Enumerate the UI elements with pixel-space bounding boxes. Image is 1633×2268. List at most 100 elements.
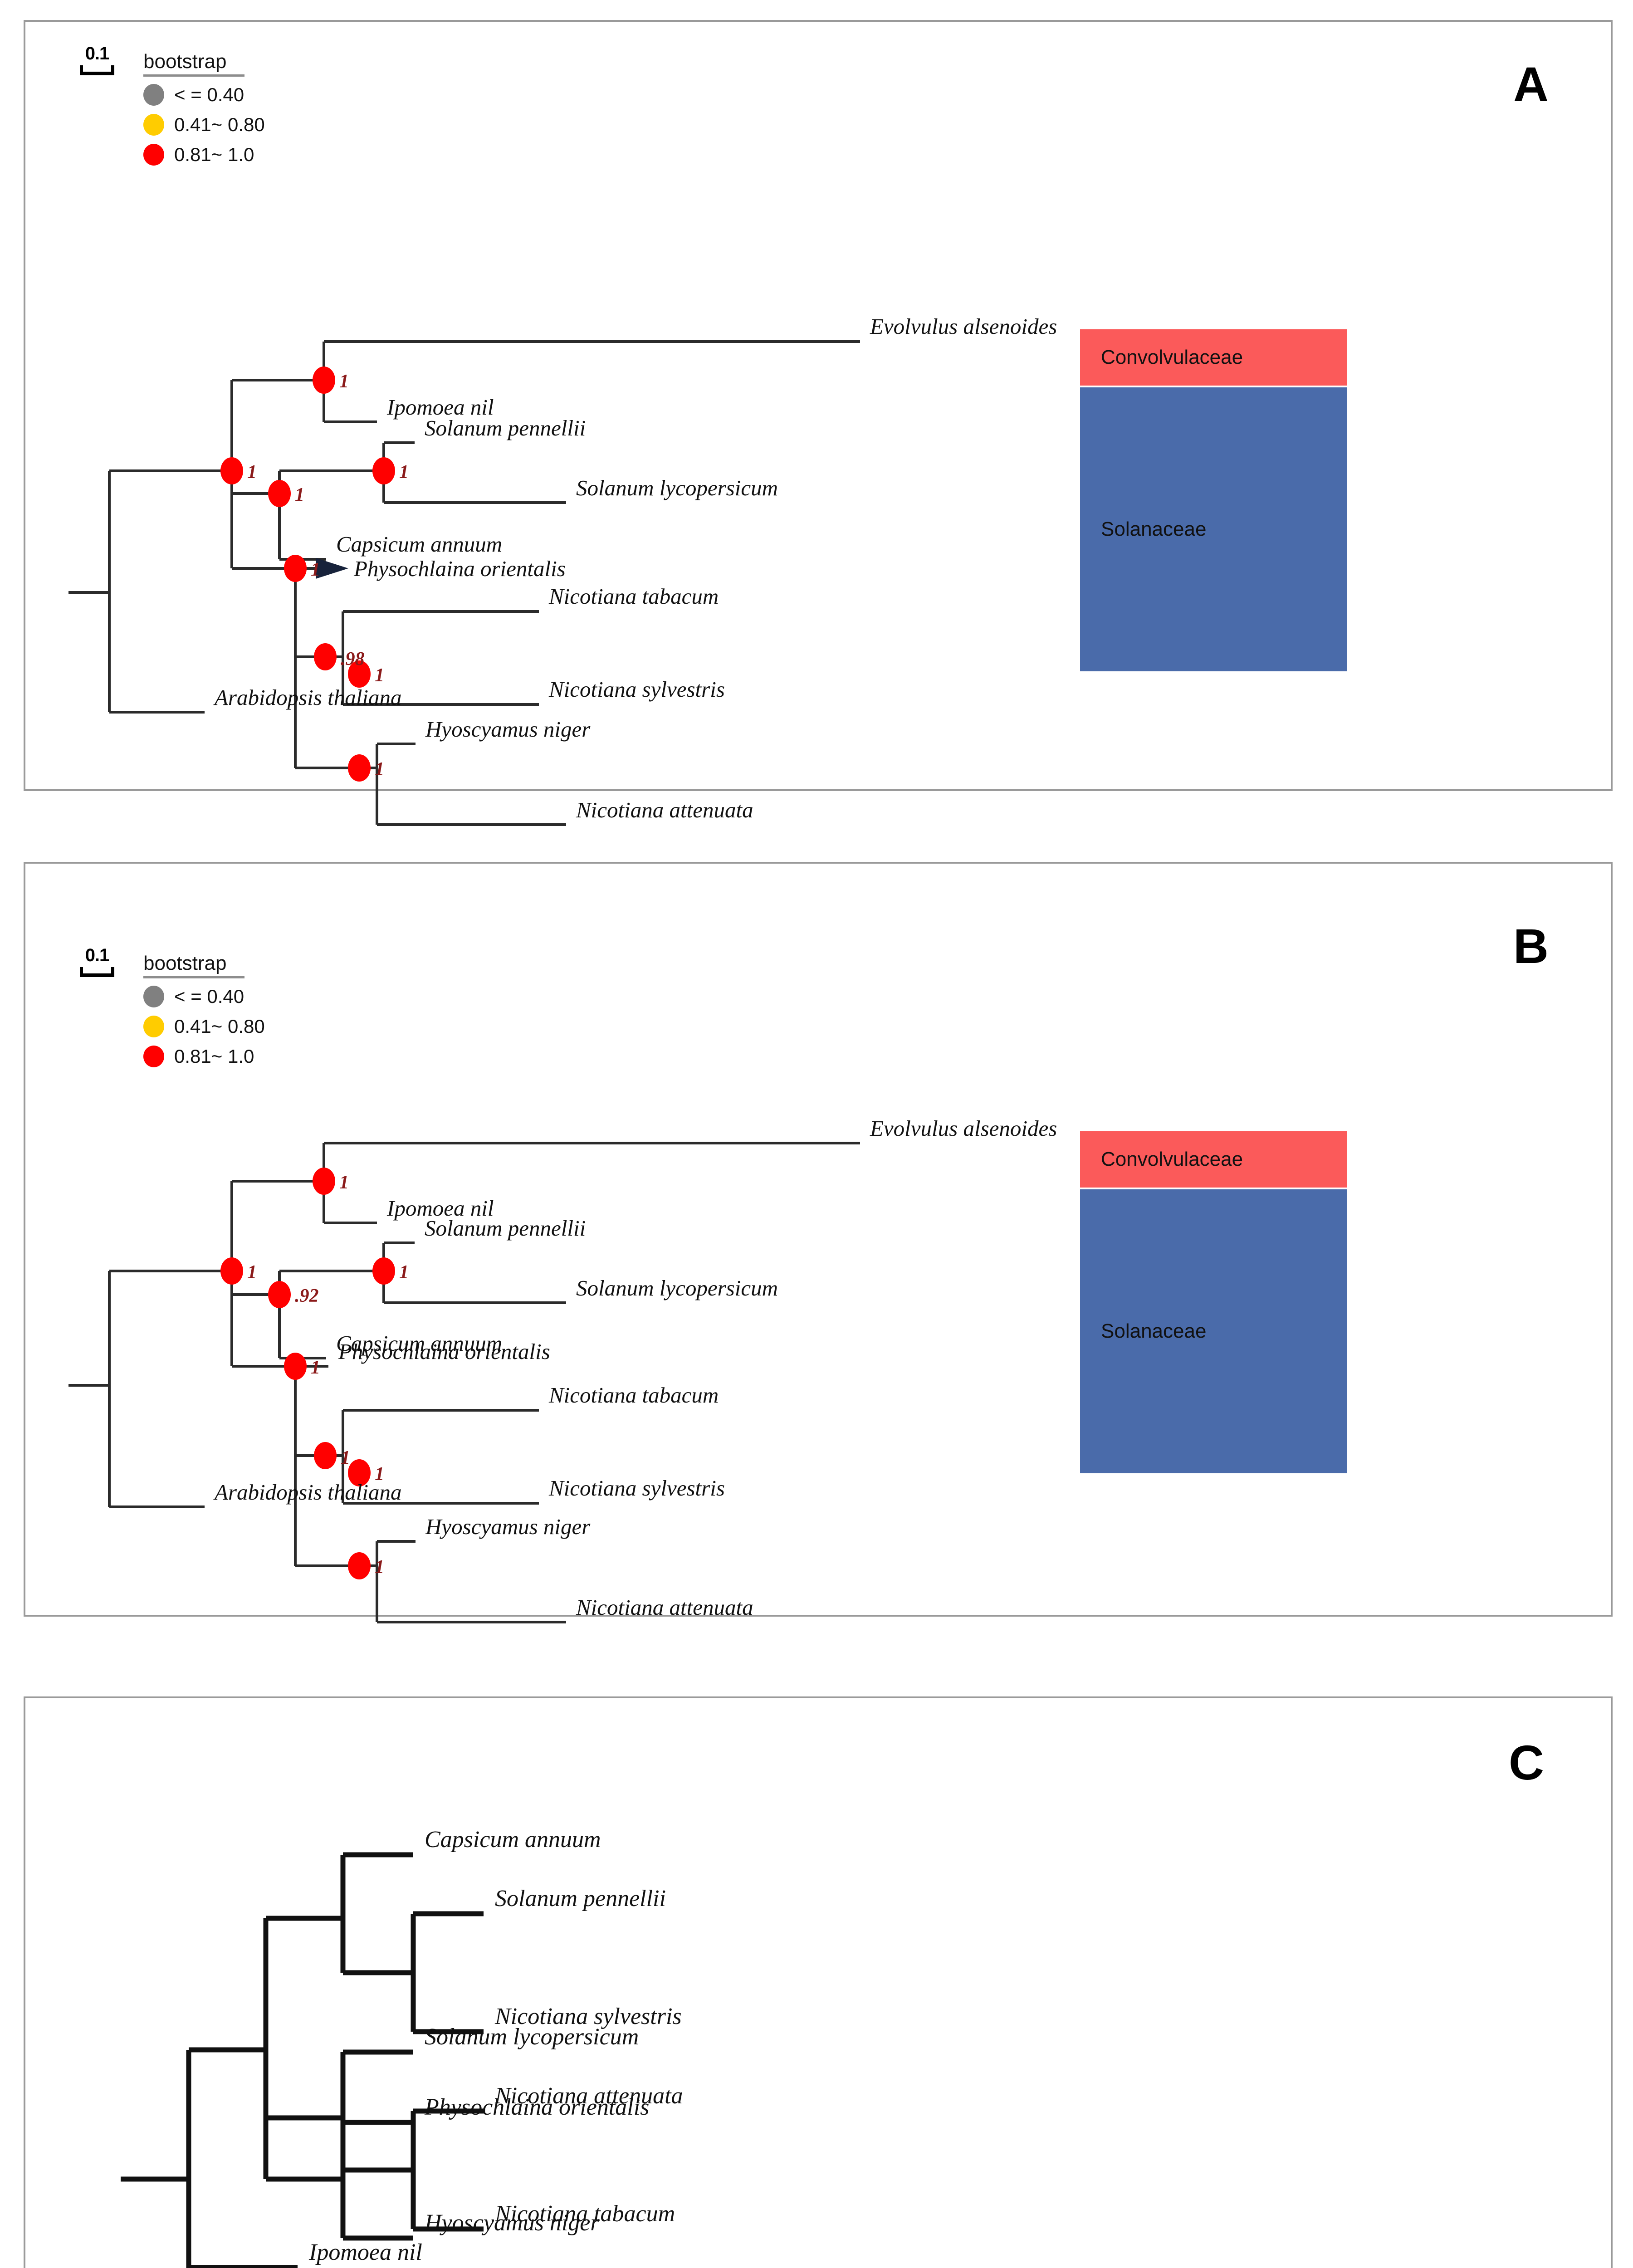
legend-b-row-low: < = 0.40 (143, 985, 265, 1008)
taxon-label-c-0: Capsicum annuum (425, 1827, 601, 1853)
node-dot-crown (220, 1257, 243, 1285)
legend-b-row-mid: 0.41~ 0.80 (143, 1015, 265, 1038)
bootstrap-low-dot-icon (143, 83, 164, 106)
taxon-label-a-1: Ipomoea nil (386, 395, 494, 420)
taxon-label-b-4: Capsicum annuum (336, 1331, 502, 1356)
legend-b-title: bootstrap (143, 953, 245, 978)
node-dot-hyoscyamus-attenuata (348, 1552, 371, 1579)
scale-bar-a-bracket (80, 65, 114, 75)
node-dot-nicotiana-clade (314, 643, 337, 670)
taxon-label-a-9: Nicotiana attenuata (576, 797, 753, 822)
tree-a-svg: 1 1 1 1 .98 1 1 1 Evolvulus alsenoides I… (68, 314, 1057, 826)
taxon-label-a-3: Solanum lycopersicum (576, 475, 778, 500)
bootstrap-label-a-6: 1 (375, 665, 384, 686)
tree-b-svg: 1 1 1 .92 1 1 1 1 Evolvulus alsenoides I… (68, 1116, 1057, 1623)
bootstrap-label-b-3: .92 (295, 1286, 319, 1306)
node-dot-nicotiana-clade (314, 1442, 337, 1469)
bootstrap-low-dot-icon (143, 985, 164, 1007)
bootstrap-label-a-5: 1 (311, 559, 320, 580)
taxon-label-a-5: Physochlaina orientalis (353, 556, 566, 581)
legend-a-label-high: 0.81~ 1.0 (174, 143, 254, 165)
family-label-solanaceae-a: Solanaceae (1101, 518, 1207, 540)
legend-a-row-low: < = 0.40 (143, 83, 265, 107)
taxon-label-b-7: Nicotiana sylvestris (548, 1476, 725, 1501)
legend-b-label-low: < = 0.40 (174, 985, 244, 1007)
legend-a-row-mid: 0.41~ 0.80 (143, 113, 265, 137)
bootstrap-label-a-7: 1 (375, 759, 384, 780)
bootstrap-label-b-2: 1 (399, 1262, 409, 1283)
node-dot-tabacum-sylvestris (348, 660, 371, 688)
taxon-label-b-0: Evolvulus alsenoides (870, 1116, 1057, 1141)
scale-bar-b-label: 0.1 (85, 945, 110, 965)
bootstrap-label-b-7: 1 (375, 1557, 384, 1578)
taxon-label-c-4: Nicotiana attenuata (494, 2083, 683, 2109)
panel-c-letter: C (1509, 1735, 1544, 1790)
panel-a-letter: A (1513, 57, 1549, 112)
tree-c-svg: Capsicum annuum Solanum pennellii Nicoti… (121, 1827, 683, 2268)
scale-bar-a-label: 0.1 (85, 44, 110, 64)
legend-b-label-high: 0.81~ 1.0 (174, 1045, 254, 1067)
node-dot-conv (313, 367, 335, 394)
taxon-label-b-5: Physochlaina orientalis (338, 1339, 550, 1364)
node-dot-solanum (372, 1257, 395, 1285)
taxon-label-a-0: Evolvulus alsenoides (870, 314, 1057, 339)
taxon-label-a-6: Nicotiana tabacum (548, 584, 719, 609)
taxon-label-c-8: Ipomoea nil (308, 2239, 422, 2265)
legend-b-row-high: 0.81~ 1.0 (143, 1045, 265, 1068)
bootstrap-label-b-4: 1 (311, 1357, 320, 1378)
node-dot-tabacum-sylvestris (348, 1459, 371, 1486)
taxon-label-b-9: Nicotiana attenuata (576, 1595, 753, 1620)
bootstrap-label-a-4: .98 (341, 649, 365, 670)
taxon-label-c-5: Nicotiana tabacum (494, 2201, 675, 2227)
taxon-label-c-3: Solanum lycopersicum (425, 2024, 639, 2050)
bootstrap-mid-dot-icon (143, 1015, 164, 1037)
legend-a-label-mid: 0.41~ 0.80 (174, 113, 265, 135)
panel-a: A 0.1 bootstrap < = 0.40 0.41~ 0.80 0.81… (24, 20, 1613, 826)
taxon-label-b-2: Solanum pennellii (425, 1216, 586, 1241)
family-label-convolvulaceae-a: Convolvulaceae (1101, 346, 1243, 368)
taxon-label-c-6: Physochlaina orientalis (424, 2094, 649, 2120)
taxon-label-a-4: Capsicum annuum (336, 532, 502, 557)
panel-b-letter: B (1513, 919, 1549, 973)
node-dot-solanum-capsicum (268, 480, 291, 507)
taxon-label-a-2: Solanum pennellii (425, 415, 586, 440)
bootstrap-label-a-2: 1 (399, 462, 409, 483)
panel-c: C Capsicu (24, 1696, 1613, 2268)
taxon-label-c-7: Hyoscyamus niger (424, 2210, 600, 2236)
node-dot-conv (313, 1168, 335, 1195)
scale-bar-b: 0.1 (80, 946, 114, 977)
family-label-solanaceae-b: Solanaceae (1101, 1320, 1207, 1342)
legend-a: bootstrap < = 0.40 0.41~ 0.80 0.81~ 1.0 (143, 51, 265, 166)
taxon-label-a-7: Nicotiana sylvestris (548, 677, 725, 702)
family-label-convolvulaceae-b: Convolvulaceae (1101, 1148, 1243, 1170)
bootstrap-label-b-1: 1 (247, 1262, 257, 1283)
taxon-label-a-10: Arabidopsis thaliana (213, 685, 401, 710)
taxon-label-b-3: Solanum lycopersicum (576, 1276, 778, 1300)
bootstrap-high-dot-icon (143, 1045, 164, 1067)
legend-a-row-high: 0.81~ 1.0 (143, 143, 265, 166)
node-dot-physo (284, 1353, 307, 1380)
node-dot-solanum-capsicum (268, 1281, 291, 1308)
taxon-label-c-1: Solanum pennellii (495, 1886, 666, 1911)
bootstrap-label-a-0: 1 (339, 371, 349, 392)
bootstrap-label-b-5: 1 (341, 1447, 350, 1468)
taxon-label-a-8: Hyoscyamus niger (425, 717, 591, 742)
family-block-solanaceae-a: Solanaceae (1080, 387, 1347, 671)
legend-b: bootstrap < = 0.40 0.41~ 0.80 0.81~ 1.0 (143, 953, 265, 1068)
taxon-label-b-6: Nicotiana tabacum (548, 1383, 719, 1408)
node-dot-solanum (372, 457, 395, 484)
bootstrap-label-b-0: 1 (339, 1172, 349, 1193)
taxon-label-b-10: Arabidopsis thaliana (213, 1480, 401, 1505)
panel-b: B 0.1 bootstrap < = 0.40 0.41~ 0.80 0.81… (24, 862, 1613, 1623)
legend-a-title: bootstrap (143, 51, 245, 77)
legend-b-label-mid: 0.41~ 0.80 (174, 1015, 265, 1037)
bootstrap-label-b-6: 1 (375, 1464, 384, 1485)
legend-a-label-low: < = 0.40 (174, 83, 244, 105)
scale-bar-b-bracket (80, 967, 114, 977)
node-dot-crown (220, 457, 243, 484)
scale-bar-a: 0.1 (80, 44, 114, 75)
taxon-label-b-8: Hyoscyamus niger (425, 1514, 591, 1539)
taxon-label-c-2: Nicotiana sylvestris (494, 2004, 682, 2029)
family-block-solanaceae-b: Solanaceae (1080, 1189, 1347, 1473)
taxon-label-b-1: Ipomoea nil (386, 1196, 494, 1221)
